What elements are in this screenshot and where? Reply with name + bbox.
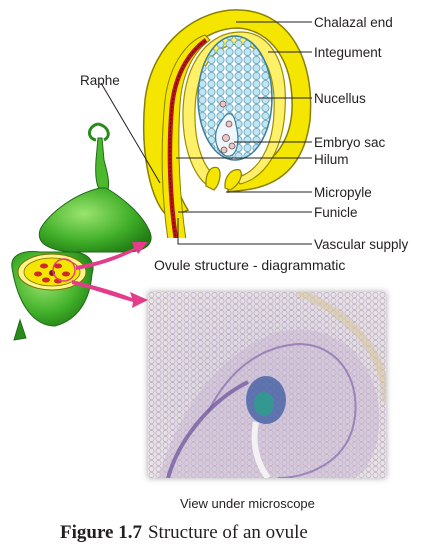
figure-number: Figure 1.7 (60, 522, 142, 543)
label-micropyle: Micropyle (314, 185, 372, 200)
label-vascular-supply: Vascular supply (314, 237, 409, 252)
label-funicle: Funicle (314, 205, 358, 220)
label-hilum: Hilum (314, 152, 349, 167)
label-integument: Integument (314, 45, 382, 60)
figure-title: Structure of an ovule (147, 522, 308, 543)
micropyle-lip-left (205, 166, 221, 191)
diagram-caption: Ovule structure - diagrammatic (154, 257, 346, 273)
microscope-image (148, 292, 386, 478)
label-embryo-sac: Embryo sac (314, 135, 386, 150)
label-chalazal-end: Chalazal end (314, 15, 393, 30)
label-nucellus: Nucellus (314, 91, 366, 106)
micropyle-lip-right (224, 169, 242, 191)
pistil-illustration (11, 122, 152, 341)
label-raphe: Raphe (80, 73, 120, 88)
pointer-arrows (72, 242, 148, 308)
microscope-caption: View under microscope (180, 496, 315, 511)
leader-lines (100, 21, 312, 245)
